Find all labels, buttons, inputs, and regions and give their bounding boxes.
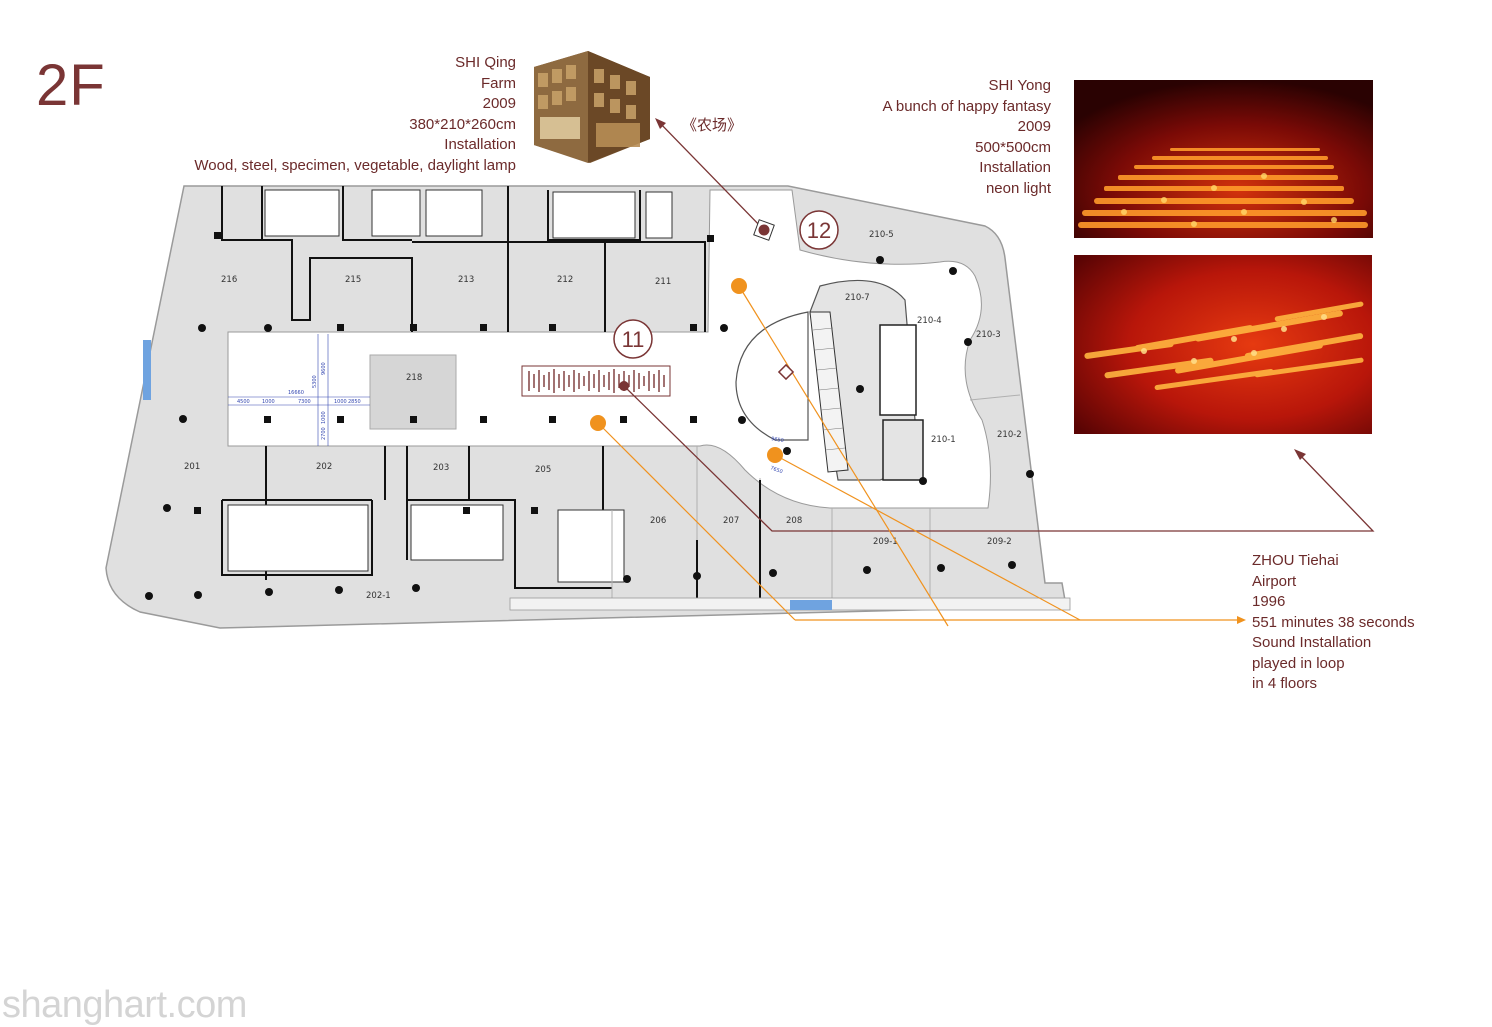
dimension-label: 4500 bbox=[237, 399, 250, 405]
room-labels: 216 215 213 212 211 210-5 210-7 210-4 21… bbox=[184, 230, 1022, 601]
caption-line: 551 minutes 38 seconds bbox=[1252, 613, 1415, 631]
room-label: 216 bbox=[221, 275, 237, 285]
dimension-lines bbox=[228, 334, 370, 446]
dimension-label: 5300 bbox=[312, 375, 318, 388]
caption-line: Installation bbox=[444, 136, 516, 153]
floor-title: 2F bbox=[36, 53, 106, 118]
room-label: 209-1 bbox=[873, 537, 898, 547]
neon-photo-top bbox=[1074, 80, 1373, 238]
room-label: 203 bbox=[433, 463, 449, 473]
neon-photo-bottom bbox=[1074, 255, 1372, 434]
stair-core bbox=[879, 324, 917, 416]
room-label: 202-1 bbox=[366, 591, 391, 601]
atrium-ellipse bbox=[735, 311, 809, 441]
installation-markers bbox=[590, 219, 795, 463]
caption-line: Sound Installation bbox=[1252, 634, 1372, 651]
bottom-right-walls bbox=[696, 480, 761, 602]
room-label: 210-5 bbox=[869, 230, 894, 240]
escalator bbox=[809, 311, 849, 473]
blue-glass-left bbox=[143, 340, 151, 400]
caption-line: Farm bbox=[481, 74, 516, 92]
dimension-label: 7650 bbox=[769, 465, 783, 475]
sound-installation-bar bbox=[521, 365, 671, 397]
top-walls bbox=[221, 186, 706, 332]
room-label: 212 bbox=[557, 275, 573, 285]
caption-line: Airport bbox=[1252, 572, 1297, 590]
caption-shi-yong: SHI Yong A bunch of happy fantasy 2009 5… bbox=[883, 76, 1051, 199]
room-210-1-box bbox=[882, 419, 924, 481]
caption-line: ZHOU Tiehai bbox=[1252, 552, 1339, 569]
top-service-rooms bbox=[264, 189, 673, 239]
caption-line: 1996 bbox=[1252, 593, 1286, 610]
caption-line: played in loop bbox=[1252, 654, 1345, 672]
dimension-label: 1000 bbox=[334, 399, 347, 405]
marker-12: 12 bbox=[799, 210, 839, 250]
dimension-label: 1000 bbox=[262, 399, 275, 405]
bottom-service-rooms bbox=[227, 504, 625, 583]
room-label: 206 bbox=[650, 516, 666, 526]
dimension-label: 2700 bbox=[321, 427, 327, 440]
caption-line: 380*210*260cm bbox=[409, 115, 516, 133]
room-label: 207 bbox=[723, 516, 739, 526]
caption-line: A bunch of happy fantasy bbox=[882, 97, 1051, 115]
bottom-walls bbox=[221, 446, 612, 589]
room-label: 205 bbox=[535, 465, 551, 475]
caption-line: Installation bbox=[979, 159, 1051, 176]
caption-shi-qing: SHI Qing Farm 2009 380*210*260cm Install… bbox=[194, 53, 516, 176]
dimension-label: 7300 bbox=[298, 399, 311, 405]
room-label: 213 bbox=[458, 275, 474, 285]
caption-line: 500*500cm bbox=[975, 138, 1051, 156]
dimension-label: 9600 bbox=[321, 362, 327, 375]
dimension-label: 16660 bbox=[288, 390, 304, 396]
caption-line: SHI Qing bbox=[455, 54, 516, 71]
blue-glass-bottom bbox=[790, 600, 832, 610]
room-label: 202 bbox=[316, 462, 332, 472]
dimension-label: 9650 bbox=[771, 436, 785, 444]
room-label: 211 bbox=[655, 277, 671, 287]
caption-line: SHI Yong bbox=[988, 77, 1051, 94]
caption-zhou-tiehai: ZHOU Tiehai Airport 1996 551 minutes 38 … bbox=[1252, 551, 1415, 695]
room-label: 210-1 bbox=[931, 435, 956, 445]
dimension-labels: 16660 4500 1000 7300 1000 2850 9600 5300… bbox=[237, 362, 784, 475]
room-label: 210-4 bbox=[917, 316, 942, 326]
room-label: 209-2 bbox=[987, 537, 1012, 547]
caption-line: in 4 floors bbox=[1252, 675, 1318, 692]
room-label: 210-2 bbox=[997, 430, 1022, 440]
marker-11: 11 bbox=[613, 319, 653, 359]
caption-line: neon light bbox=[985, 179, 1051, 197]
caption-line: Wood, steel, specimen, vegetable, daylig… bbox=[194, 156, 516, 174]
watermark: shanghart.com bbox=[2, 984, 247, 1026]
caption-line: 2009 bbox=[482, 95, 516, 112]
columns bbox=[145, 256, 1034, 600]
farm-installation-photo bbox=[530, 47, 652, 165]
connector-lines bbox=[597, 118, 1375, 627]
room-label: 201 bbox=[184, 462, 200, 472]
marker-12-label: 12 bbox=[807, 218, 831, 243]
dimension-label: 2850 bbox=[348, 399, 361, 405]
marker-11-label: 11 bbox=[622, 327, 645, 352]
room-label: 210-3 bbox=[976, 330, 1001, 340]
room-label: 215 bbox=[345, 275, 361, 285]
room-label: 218 bbox=[406, 373, 422, 383]
dimension-label: 1000 bbox=[321, 411, 327, 424]
room-label: 210-7 bbox=[845, 293, 870, 303]
caption-line: 2009 bbox=[1017, 118, 1051, 135]
chinese-title: 《农场》 bbox=[682, 117, 743, 134]
room-label: 208 bbox=[786, 516, 802, 526]
